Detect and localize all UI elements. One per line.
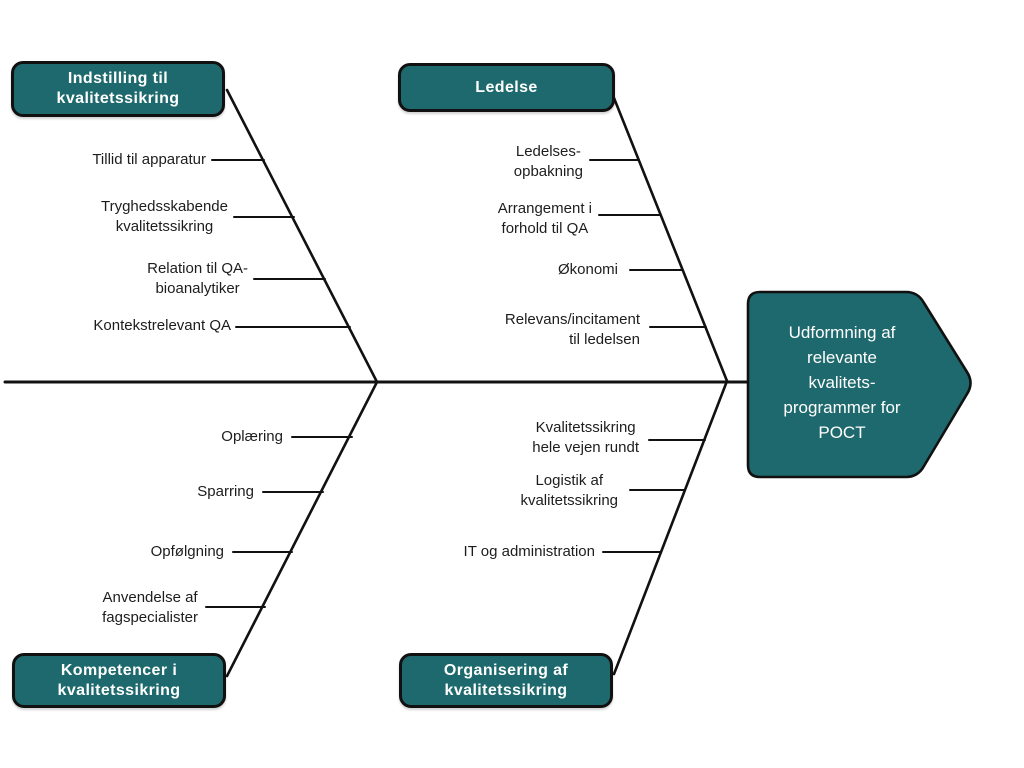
category-title-kompetencer: Kompetencer i kvalitetssikring	[57, 661, 181, 699]
fishbone-head-label: Udformning af relevante kvalitets- progr…	[783, 323, 901, 442]
bone-top-right	[610, 91, 729, 383]
category-box-organisering: Organisering af kvalitetssikring	[399, 653, 613, 708]
item-kontekstrelevant-qa: Kontekstrelevant QA	[93, 317, 231, 334]
category-box-indstilling: Indstilling til kvalitetssikring	[11, 61, 225, 117]
category-box-ledelse: Ledelse	[398, 63, 615, 112]
category-box-kompetencer: Kompetencer i kvalitetssikring	[12, 653, 226, 708]
item-logistik: Logistik af kvalitetssikring	[520, 472, 618, 509]
fishbone-head-shape	[746, 290, 972, 479]
item-sparring: Sparring	[197, 483, 254, 500]
category-title-ledelse: Ledelse	[475, 78, 538, 96]
category-title-organisering: Organisering af kvalitetssikring	[443, 661, 569, 699]
item-relevans-incitament: Relevans/incitament til ledelsen	[504, 311, 640, 348]
item-tryghedsskabende: Tryghedsskabende kvalitetssikring	[100, 198, 228, 235]
bone-top-left	[225, 88, 379, 384]
item-oplaering: Oplæring	[221, 428, 283, 445]
bone-bottom-left	[225, 380, 379, 678]
item-ledelsesopbakning: Ledelses- opbakning	[513, 143, 583, 180]
item-arrangement: Arrangement i forhold til QA	[497, 200, 592, 237]
bone-bottom-right	[612, 379, 729, 676]
item-tillid-til-apparatur: Tillid til apparatur	[92, 151, 206, 168]
item-okonomi: Økonomi	[557, 261, 618, 278]
item-it-administration: IT og administration	[463, 543, 595, 560]
category-title-indstilling: Indstilling til kvalitetssikring	[56, 70, 180, 107]
item-anvendelse-fagspecialister: Anvendelse af fagspecialister	[102, 589, 198, 626]
item-opfolgning: Opfølgning	[150, 543, 224, 560]
item-relation-til-qa: Relation til QA- bioanalytiker	[147, 260, 248, 297]
item-kvalitetssikring-rundt: Kvalitetssikring hele vejen rundt	[532, 419, 639, 456]
